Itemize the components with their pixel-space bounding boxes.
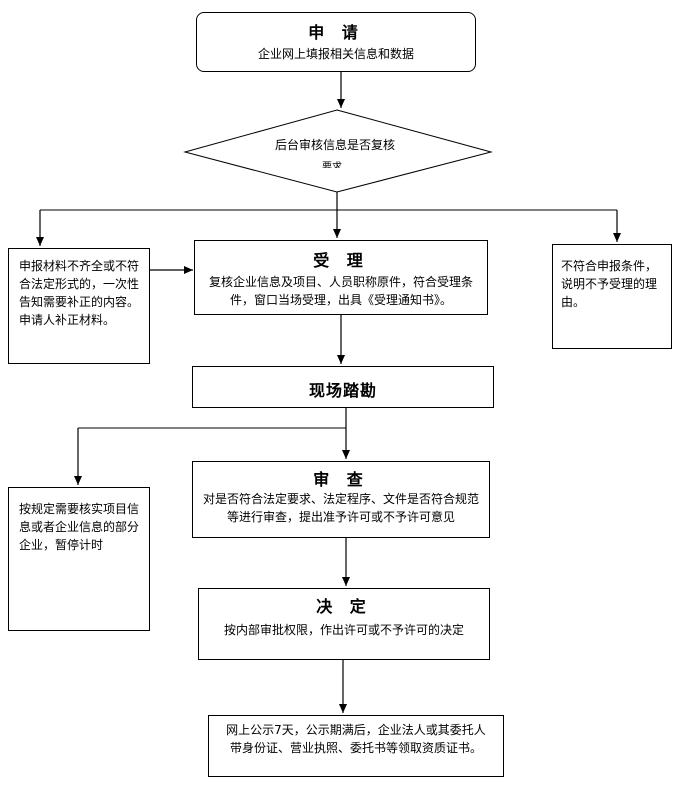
step-review-desc: 对是否符合法定要求、法定程序、文件是否符合规范等进行审查，提出准予许可或不予许可… xyxy=(203,492,480,524)
step-incomplete-desc: 申报材料不齐全或不符合法定形式的，一次性告知需要补正的内容。申请人补正材料。 xyxy=(19,259,140,327)
step-apply-title: 申 请 xyxy=(308,23,364,42)
step-accept-title: 受 理 xyxy=(313,251,369,270)
step-check-text-line1: 后台审核信息是否复核 xyxy=(275,138,396,152)
step-accept-box: 受 理 复核企业信息及项目、人员职称原件，符合受理条件，窗口当场受理，出具《受理… xyxy=(194,240,488,315)
step-review-box: 审 查 对是否符合法定要求、法定程序、文件是否符合规范等进行审查，提出准予许可或… xyxy=(192,461,490,538)
step-accept-desc: 复核企业信息及项目、人员职称原件，符合受理条件，窗口当场受理，出具《受理通知书》… xyxy=(208,275,473,307)
step-review-title: 审 查 xyxy=(313,470,369,489)
step-publish-box: 网上公示7天，公示期满后，企业法人或其委托人带身份证、营业执照、委托书等领取资质… xyxy=(208,715,504,777)
step-publish-desc: 网上公示7天，公示期满后，企业法人或其委托人带身份证、营业执照、委托书等领取资质… xyxy=(226,723,486,755)
step-apply-box: 申 请 企业网上填报相关信息和数据 xyxy=(196,12,476,72)
step-decide-box: 决 定 按内部审批权限，作出许可或不予许可的决定 xyxy=(198,588,490,660)
step-survey-title: 现场踏勘 xyxy=(308,381,377,400)
step-check-text-line2: 要求 xyxy=(322,162,342,168)
step-pause-box: 按规定需要核实项目信息或者企业信息的部分企业，暂停计时 xyxy=(8,487,150,631)
step-reject-box: 不符合申报条件，说明不予受理的理由。 xyxy=(552,244,672,349)
step-decide-title: 决 定 xyxy=(316,597,372,616)
step-survey-box: 现场踏勘 xyxy=(192,366,494,408)
step-incomplete-box: 申报材料不齐全或不符合法定形式的，一次性告知需要补正的内容。申请人补正材料。 xyxy=(8,248,150,364)
step-reject-desc: 不符合申报条件，说明不予受理的理由。 xyxy=(561,259,658,309)
step-apply-desc: 企业网上填报相关信息和数据 xyxy=(257,47,414,61)
step-decide-desc: 按内部审批权限，作出许可或不予许可的决定 xyxy=(223,623,464,637)
step-pause-desc: 按规定需要核实项目信息或者企业信息的部分企业，暂停计时 xyxy=(19,502,140,552)
